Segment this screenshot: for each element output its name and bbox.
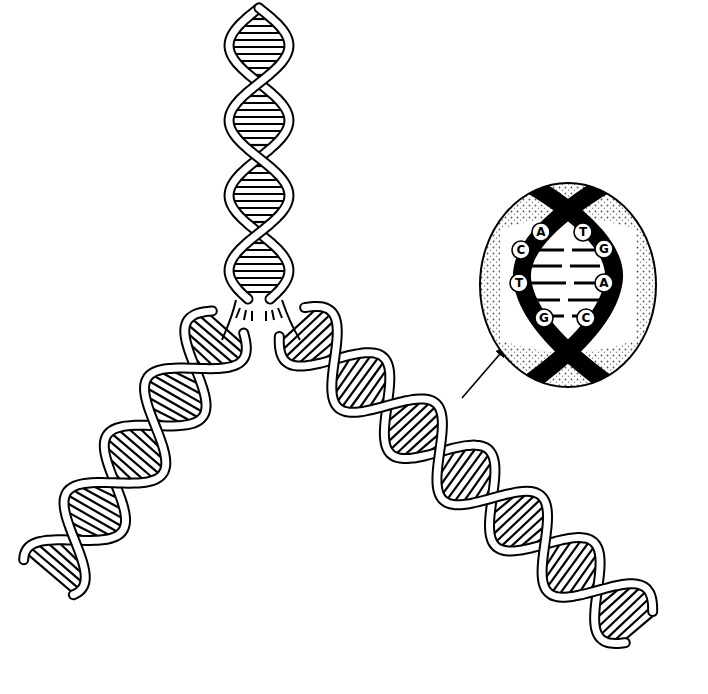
base-pair-rung bbox=[230, 200, 288, 202]
magnified-inset bbox=[480, 170, 656, 400]
backbone-strand bbox=[229, 8, 289, 299]
backbone-strand bbox=[64, 333, 246, 595]
base-pair-rung bbox=[611, 605, 652, 643]
base-pair-rung bbox=[29, 546, 81, 590]
base-pair-rung bbox=[230, 39, 288, 41]
backbone-strand bbox=[229, 8, 289, 299]
base-pair-rung bbox=[231, 53, 287, 55]
base-circle: A bbox=[594, 273, 614, 293]
base-letter: A bbox=[599, 277, 608, 289]
backbone-strand bbox=[24, 311, 213, 560]
base-pair-rung bbox=[283, 312, 332, 359]
base-letter: C bbox=[582, 312, 591, 324]
backbone-strand bbox=[229, 8, 289, 299]
base-pair-rung bbox=[388, 405, 437, 452]
base-pair-rung bbox=[229, 46, 289, 48]
replication-fork bbox=[222, 300, 300, 340]
base-pair-rung bbox=[234, 256, 285, 258]
unpaired-bases bbox=[236, 308, 282, 321]
base-pair-rung bbox=[231, 186, 287, 188]
base-circle: T bbox=[573, 222, 593, 242]
base-pair-rung bbox=[229, 123, 288, 125]
base-pair-rung bbox=[229, 270, 289, 272]
base-letter: C bbox=[517, 244, 526, 256]
base-pair-rung bbox=[604, 597, 651, 642]
base-circle: C bbox=[576, 308, 596, 328]
base-pair-rung bbox=[230, 277, 287, 279]
base-pair-rung bbox=[233, 207, 285, 209]
base-pair-rung bbox=[599, 590, 648, 637]
base-pair-rung bbox=[190, 317, 242, 361]
base-letter: G bbox=[599, 243, 609, 255]
base-circle: T bbox=[509, 273, 529, 293]
base-pair-rung bbox=[110, 432, 162, 476]
base-letter: A bbox=[536, 226, 545, 238]
base-circle: G bbox=[594, 239, 614, 259]
base-pair-rung bbox=[494, 497, 543, 544]
backbone-strand bbox=[229, 8, 289, 299]
base-pair-rung bbox=[230, 263, 288, 265]
base-circle: G bbox=[534, 308, 554, 328]
base-pair-rung bbox=[233, 32, 285, 34]
double-helix bbox=[24, 8, 653, 643]
base-pair-rung bbox=[25, 552, 74, 594]
backbone-strand bbox=[64, 333, 246, 595]
base-letter: T bbox=[579, 226, 587, 238]
base-letter: G bbox=[539, 312, 549, 324]
backbone-strand bbox=[24, 311, 213, 560]
base-circle: C bbox=[511, 240, 531, 260]
base-pair-rung bbox=[232, 109, 286, 111]
base-pair-rung bbox=[232, 130, 286, 132]
base-pair-rung bbox=[229, 116, 288, 118]
magnify-arrow bbox=[462, 347, 506, 398]
base-letter: T bbox=[515, 277, 523, 289]
base-pair-rung bbox=[229, 193, 289, 195]
base-circle: A bbox=[531, 222, 551, 242]
